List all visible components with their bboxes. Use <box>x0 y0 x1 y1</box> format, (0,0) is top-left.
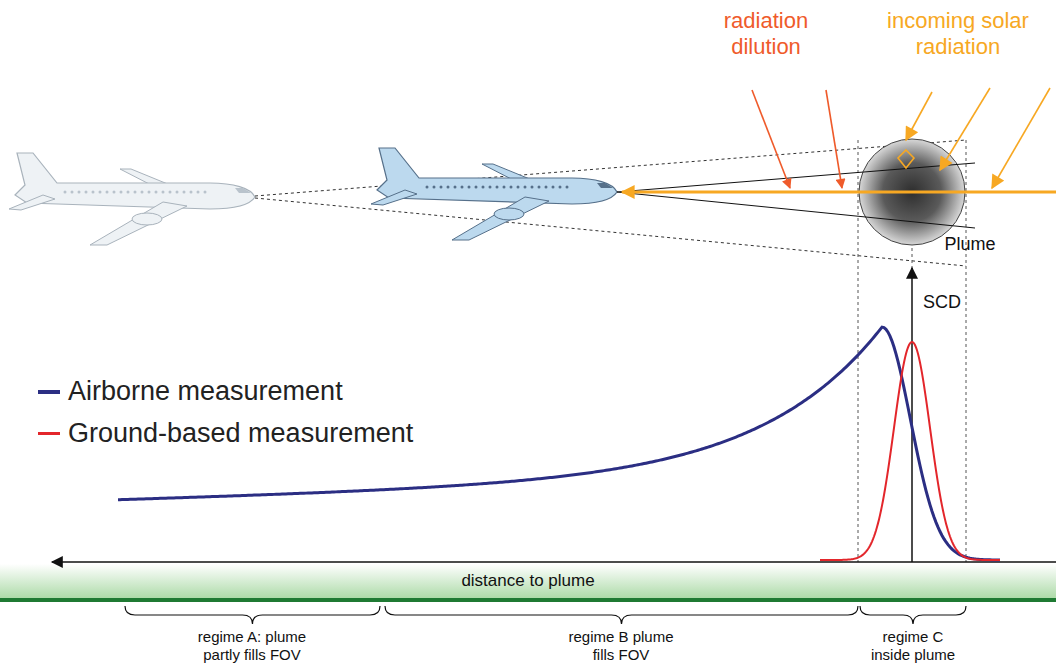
stabilizer <box>9 195 55 210</box>
window <box>475 186 478 189</box>
window <box>120 191 123 194</box>
ground-band: distance to plume <box>0 564 1056 598</box>
fov-line <box>617 192 975 228</box>
regime-bracket <box>860 606 966 624</box>
window <box>106 191 109 194</box>
window <box>531 186 534 189</box>
fov-line <box>255 198 966 266</box>
window <box>433 186 436 189</box>
window <box>559 186 562 189</box>
near-airplane <box>371 148 617 240</box>
window <box>468 186 471 189</box>
window <box>566 186 569 189</box>
window <box>155 191 158 194</box>
legend-item: Airborne measurement <box>38 376 343 407</box>
radiation-label: incoming solar radiation <box>872 8 1044 61</box>
dilution-ray <box>752 90 790 188</box>
distance-axis <box>52 561 1056 563</box>
near-wing <box>452 197 549 240</box>
dilution-ray <box>826 90 842 188</box>
solar-ray <box>992 88 1050 188</box>
window <box>92 191 95 194</box>
window <box>552 186 555 189</box>
window <box>183 191 186 194</box>
regime-bracket <box>125 606 380 624</box>
legend-line <box>38 432 60 435</box>
regime-border <box>858 140 859 562</box>
engine <box>132 213 162 225</box>
regime-bracket <box>385 606 858 624</box>
cockpit-window <box>597 183 613 188</box>
cockpit-window <box>235 188 251 193</box>
window <box>454 186 457 189</box>
ground-line <box>0 598 1056 602</box>
window <box>510 186 513 189</box>
window <box>141 191 144 194</box>
window <box>517 186 520 189</box>
axis-label: SCD <box>920 292 964 314</box>
window <box>496 186 499 189</box>
regime-label: regime B plume fills FOV <box>557 628 685 664</box>
legend-text: Airborne measurement <box>68 376 343 407</box>
solar-ray <box>906 92 932 140</box>
radiation-label: radiation dilution <box>710 8 822 61</box>
window <box>162 191 165 194</box>
window <box>148 191 151 194</box>
window <box>447 186 450 189</box>
window <box>545 186 548 189</box>
stabilizer <box>371 190 417 205</box>
solar-ray <box>940 88 990 170</box>
ground <box>0 564 1056 600</box>
window <box>489 186 492 189</box>
ground-based-curve <box>820 342 1000 560</box>
near-wing <box>90 202 187 245</box>
legend-item: Ground-based measurement <box>38 418 413 449</box>
far-airplane <box>9 153 255 245</box>
axis-label: distance to plume <box>0 571 1056 591</box>
radiation-path <box>622 191 1056 194</box>
window <box>71 191 74 194</box>
window <box>64 191 67 194</box>
window <box>461 186 464 189</box>
scd-axis <box>911 268 913 562</box>
regime-border <box>966 140 967 562</box>
regime-label: regime C inside plume <box>865 628 961 664</box>
window <box>99 191 102 194</box>
plume-label: Plume <box>940 234 1000 256</box>
scattering-symbol <box>898 150 914 168</box>
engine <box>494 208 524 220</box>
window <box>127 191 130 194</box>
window <box>85 191 88 194</box>
window <box>524 186 527 189</box>
window <box>176 191 179 194</box>
window <box>426 186 429 189</box>
window <box>197 191 200 194</box>
window <box>440 186 443 189</box>
window <box>78 191 81 194</box>
window <box>482 186 485 189</box>
legend-line <box>38 390 60 394</box>
window <box>134 191 137 194</box>
regime-label: regime A: plume partly fills FOV <box>188 628 316 664</box>
fov-line <box>617 163 975 192</box>
window <box>169 191 172 194</box>
window <box>503 186 506 189</box>
window <box>204 191 207 194</box>
window <box>538 186 541 189</box>
window <box>190 191 193 194</box>
window <box>113 191 116 194</box>
legend-text: Ground-based measurement <box>68 418 413 449</box>
